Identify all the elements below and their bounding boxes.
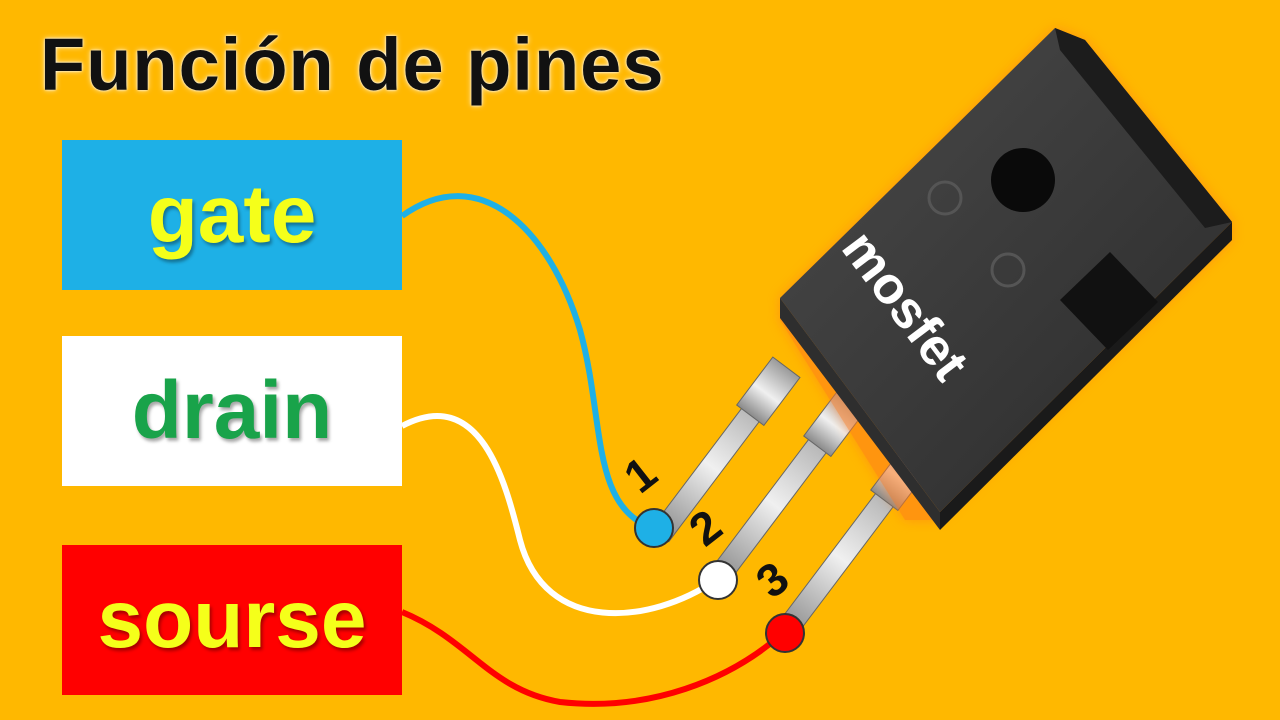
marking-circle-icon [990, 252, 1026, 288]
connection-wires [400, 193, 785, 707]
gate-wire [400, 193, 654, 531]
page-title: Función de pines [40, 23, 665, 106]
gate-label-box: gate [62, 140, 402, 290]
marking-circle-icon [927, 180, 963, 216]
pin-number-3: 3 [746, 551, 798, 608]
drain-wire [400, 413, 718, 616]
gate-connector-dot [634, 508, 674, 548]
source-label-box: sourse [62, 545, 402, 695]
mosfet-package: mosfet [780, 28, 1232, 530]
source-label: sourse [97, 574, 367, 665]
gate-label: gate [147, 169, 317, 260]
mounting-hole-icon [991, 148, 1055, 212]
pin-number-1: 1 [614, 446, 666, 503]
mosfet-legs [650, 356, 935, 640]
pin-number-2: 2 [679, 499, 731, 556]
drain-label-box: drain [62, 336, 402, 486]
source-connector-dot [765, 613, 805, 653]
drain-label: drain [131, 365, 333, 456]
drain-connector-dot [698, 560, 738, 600]
source-wire [400, 609, 785, 707]
